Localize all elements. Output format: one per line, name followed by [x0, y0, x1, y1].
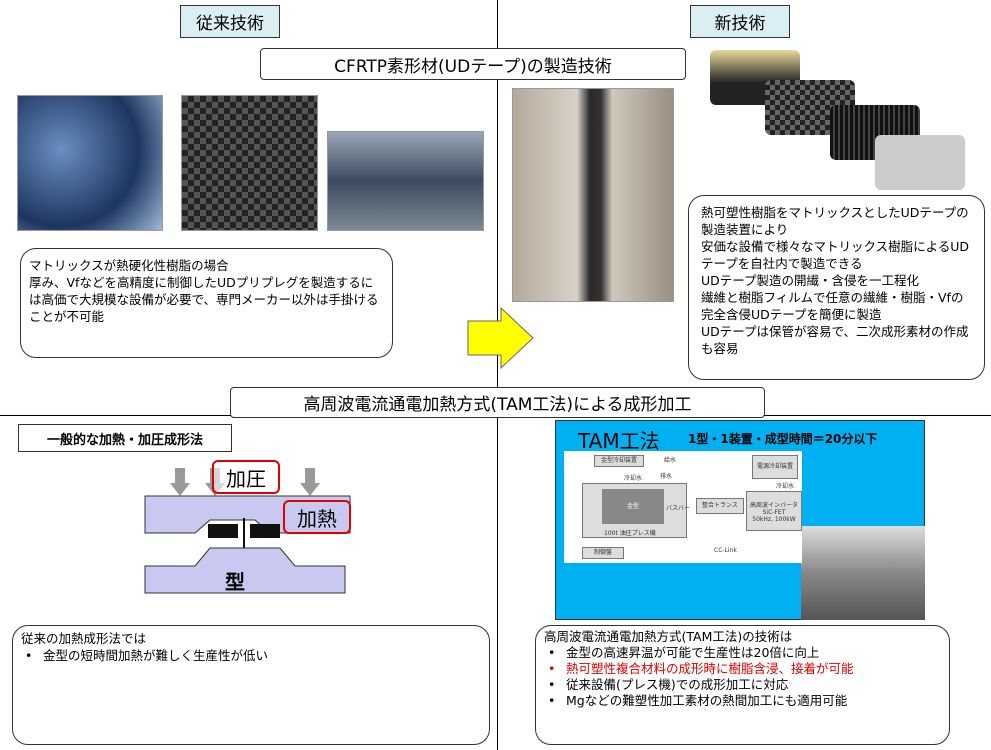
tam-panel: TAM工法 1型・1装置・成型時間＝20分以下 金型冷却装置 給水 冷却水 排水… — [555, 420, 925, 620]
bullet-item: 金型の高速昇温が可能で生産性は20倍に向上 — [544, 645, 941, 661]
middle-title: 高周波電流通電加熱方式(TAM工法)による成形加工 — [230, 387, 765, 418]
conventional-method-box: 従来の加熱成形法では 金型の短時間加熱が難しく生産性が低い — [12, 625, 490, 745]
arrow-right-icon — [467, 307, 534, 369]
desc-line: 厚み、Vfなどを高精度に制御したUDプリプレグを製造するには高価で大規模な設備が… — [29, 275, 379, 324]
mold-label: 型 — [225, 570, 245, 594]
tam-title: TAM工法 — [578, 429, 660, 453]
bullet-item: 金型の短時間加熱が難しく生産性が低い — [21, 647, 481, 664]
desc-line: UDテープは保管が容易で、二次成形素材の作成も容易 — [701, 324, 969, 356]
desc-line: UDテープ製造の開繊・含侵を一工程化 — [701, 273, 920, 288]
desc-line: 熱可塑性樹脂をマトリックスとしたUDテープの製造装置により — [701, 205, 969, 237]
new-tech-label: 新技術 — [690, 5, 790, 38]
desc-line: 繊維と樹脂フィルムで任意の繊維・樹脂・Vfの完全含侵UDテープを簡便に製造 — [701, 290, 964, 322]
top-title: CFRTP素形材(UDテープ)の製造技術 — [260, 48, 686, 80]
ud-tape-machine-photo — [512, 88, 674, 302]
bullet-item: 従来設備(プレス機)での成形加工に対応 — [544, 677, 941, 693]
tam-system-diagram: 金型冷却装置 給水 冷却水 排水 金型 100t 油圧プレス機 バスバー 整合ト… — [564, 451, 802, 563]
tam-equipment-photo — [801, 526, 925, 620]
pressure-label: 加圧 — [212, 460, 280, 494]
carbon-fiber-roll-photo — [17, 95, 163, 231]
tam-subtitle: 1型・1装置・成型時間＝20分以下 — [688, 432, 878, 446]
heading: 従来の加熱成形法では — [21, 631, 147, 646]
heating-label: 加熱 — [283, 500, 351, 534]
autoclave-photo — [327, 131, 484, 231]
vertical-divider — [497, 0, 498, 750]
new-tech-description-box: 熱可塑性樹脂をマトリックスとしたUDテープの製造装置により 安価な設備で様々なマ… — [688, 195, 985, 380]
carbon-fabric-photo — [181, 95, 318, 231]
heading: 高周波電流通電加熱方式(TAM工法)の技術は — [544, 629, 793, 644]
conventional-label: 従来技術 — [180, 5, 280, 38]
bullet-item: Mgなどの難塑性加工素材の熱間加工にも適用可能 — [544, 693, 941, 709]
press-molding-diagram: 加圧 加熱 型 — [140, 458, 360, 598]
desc-line: マトリックスが熱硬化性樹脂の場合 — [29, 258, 229, 273]
bullet-item-highlight: 熱可塑性複合材料の成形時に樹脂含浸、接着が可能 — [544, 661, 941, 677]
tam-advantages-box: 高周波電流通電加熱方式(TAM工法)の技術は 金型の高速昇温が可能で生産性は20… — [535, 625, 950, 745]
general-method-title: 一般的な加熱・加圧成形法 — [18, 424, 232, 452]
desc-line: 安価な設備で様々なマトリックス樹脂によるUDテープを自社内で製造できる — [701, 239, 970, 271]
conventional-description-box: マトリックスが熱硬化性樹脂の場合 厚み、Vfなどを高精度に制御したUDプリプレグ… — [20, 248, 393, 358]
ud-tape-samples-photo — [705, 40, 967, 190]
